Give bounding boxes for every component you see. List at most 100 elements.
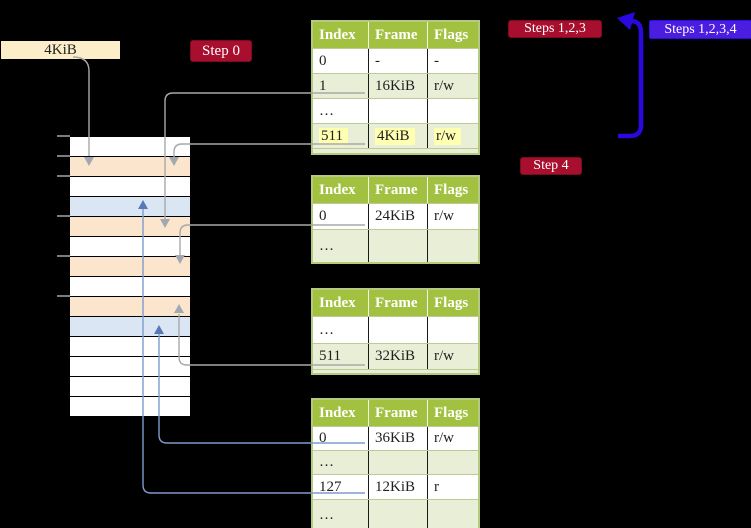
table-cell [369, 500, 428, 528]
table-cell: 36KiB [369, 427, 428, 450]
table-row: … [313, 98, 478, 123]
table-cell [428, 99, 478, 123]
address-tick [57, 155, 70, 157]
steps123-text: Steps 1,2,3 [524, 21, 586, 36]
memory-cell-white [70, 277, 190, 297]
column-header-index: Index [313, 290, 369, 316]
memory-cell-white [70, 137, 190, 157]
column-header-index: Index [313, 177, 369, 203]
table-cell [428, 451, 478, 474]
table-cell: … [313, 500, 369, 528]
table-cell: … [313, 317, 369, 343]
table-cell: r/w [428, 124, 478, 148]
table-row: … [313, 316, 478, 343]
table-cell [369, 451, 428, 474]
table-row: … [313, 499, 478, 528]
table-cell: 127 [313, 475, 369, 499]
column-header-flags: Flags [434, 26, 469, 43]
column-header-flags: Flags [434, 404, 469, 421]
address-tick [57, 135, 70, 137]
memory-cell-blue [70, 197, 190, 217]
column-header-frame: Frame [369, 400, 428, 426]
address-tick [57, 215, 70, 217]
column-header-flags: Flags [434, 181, 469, 198]
table-cell: - [369, 49, 428, 73]
column-header-frame: Frame [369, 290, 428, 316]
table-cell: 0 [313, 49, 369, 73]
address-tick [57, 175, 70, 177]
table-cell: … [313, 230, 369, 262]
step0-badge: Step 0 [190, 40, 252, 62]
table-cell: 511 [313, 124, 369, 148]
step4-text: Step 4 [533, 158, 569, 173]
steps1234-badge: Steps 1,2,3,4 [649, 20, 751, 39]
page-size-label: 4KiB [1, 41, 120, 59]
table-row: 0-- [313, 48, 478, 73]
table-cut-row [313, 148, 478, 153]
table-row: … [313, 450, 478, 474]
table-cell: 12KiB [369, 475, 428, 499]
memory-cell-peach [70, 297, 190, 317]
table-cell: 0 [313, 427, 369, 450]
table-cell [369, 230, 428, 262]
memory-cell-blue [70, 317, 190, 337]
column-header-frame: Frame [369, 22, 428, 48]
table-cell: r/w [434, 77, 454, 94]
table-cell: … [313, 451, 369, 474]
column-header-frame: Frame [369, 177, 428, 203]
page-size-text: 4KiB [44, 41, 77, 58]
table-cell [428, 317, 478, 343]
table-cell: 16KiB [369, 74, 428, 98]
table-cell: 511 [313, 344, 369, 369]
table-cell: … [313, 99, 369, 123]
table-cell: r/w [434, 430, 454, 446]
memory-cell-peach [70, 157, 190, 177]
highlighted-value: 4KiB [375, 127, 415, 145]
table-cell [428, 500, 478, 528]
step0-text: Step 0 [202, 42, 240, 59]
step4-badge: Step 4 [520, 157, 582, 175]
column-header-index: Index [313, 400, 369, 426]
memory-cell-peach [70, 257, 190, 277]
steps1234-text: Steps 1,2,3,4 [664, 21, 737, 37]
memory-cell-white [70, 377, 190, 397]
table-cell: r/w [434, 348, 454, 364]
address-tick [57, 255, 70, 257]
table-cell: - [434, 52, 439, 69]
highlighted-value: 511 [319, 127, 348, 145]
memory-cell-white [70, 397, 190, 417]
memory-cell-white [70, 357, 190, 377]
table-cell: 1 [313, 74, 369, 98]
steps123-badge: Steps 1,2,3 [508, 20, 602, 38]
table-cell [428, 230, 478, 262]
table-cell: 4KiB [369, 124, 428, 148]
table-cut-row [313, 369, 478, 373]
table-cell: 0 [313, 204, 369, 229]
memory-cell-white [70, 237, 190, 257]
memory-cell-white [70, 177, 190, 197]
address-tick [57, 295, 70, 297]
table-cell: 24KiB [369, 204, 428, 229]
memory-cell-peach [70, 217, 190, 237]
table-cell: r [434, 478, 439, 495]
curved-arrow-icon [617, 12, 644, 139]
table-cell: 32KiB [369, 344, 428, 369]
table-cell: r/w [434, 208, 454, 224]
column-header-index: Index [313, 22, 369, 48]
table-cell [369, 317, 428, 343]
table-row: … [313, 229, 478, 262]
